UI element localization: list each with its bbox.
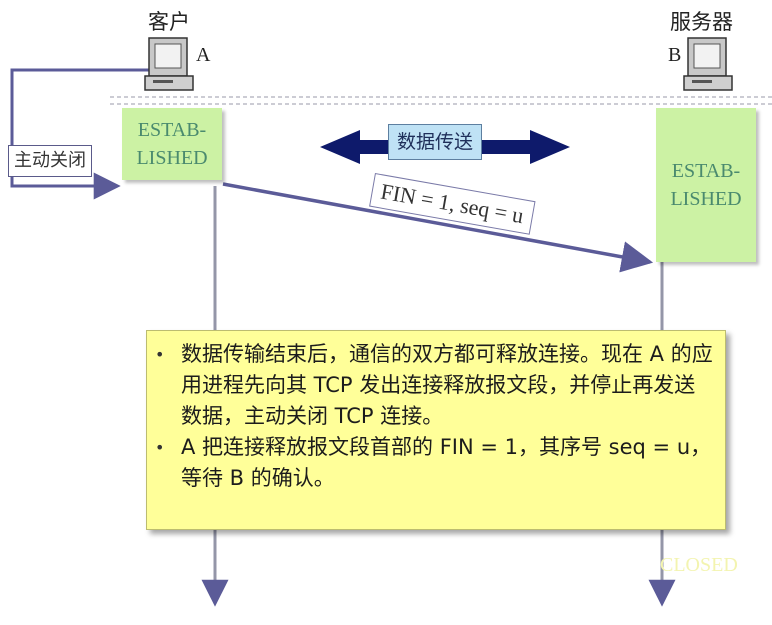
client-letter: A bbox=[196, 44, 211, 66]
client-state-established: ESTAB- LISHED bbox=[122, 108, 222, 180]
note-item: • A 把连接释放报文段首部的 FIN = 1，其序号 seq = u，等待 B… bbox=[155, 432, 715, 494]
computer-icon bbox=[683, 37, 733, 91]
server-state-established: ESTAB- LISHED bbox=[656, 108, 756, 262]
fin-segment-arrow bbox=[222, 182, 654, 273]
server-closed-label: CLOSED bbox=[660, 554, 738, 576]
computer-icon bbox=[144, 37, 194, 91]
explanation-note: • 数据传输结束后，通信的双方都可释放连接。现在 A 的应用进程先向其 TCP … bbox=[146, 330, 726, 530]
data-transfer-label: 数据传送 bbox=[388, 124, 483, 160]
note-item: • 数据传输结束后，通信的双方都可释放连接。现在 A 的应用进程先向其 TCP … bbox=[155, 339, 715, 432]
note-item-text: A 把连接释放报文段首部的 FIN = 1，其序号 seq = u，等待 B 的… bbox=[181, 435, 712, 490]
active-close-connector bbox=[10, 68, 150, 200]
server-letter: B bbox=[668, 44, 682, 66]
note-item-text: 数据传输结束后，通信的双方都可释放连接。现在 A 的应用进程先向其 TCP 发出… bbox=[181, 342, 713, 428]
client-title: 客户 bbox=[148, 10, 190, 34]
server-title: 服务器 bbox=[670, 10, 733, 34]
bullet-icon: • bbox=[155, 438, 165, 457]
separator-lines bbox=[110, 96, 772, 105]
bullet-icon: • bbox=[155, 345, 165, 364]
active-close-label: 主动关闭 bbox=[8, 145, 92, 177]
